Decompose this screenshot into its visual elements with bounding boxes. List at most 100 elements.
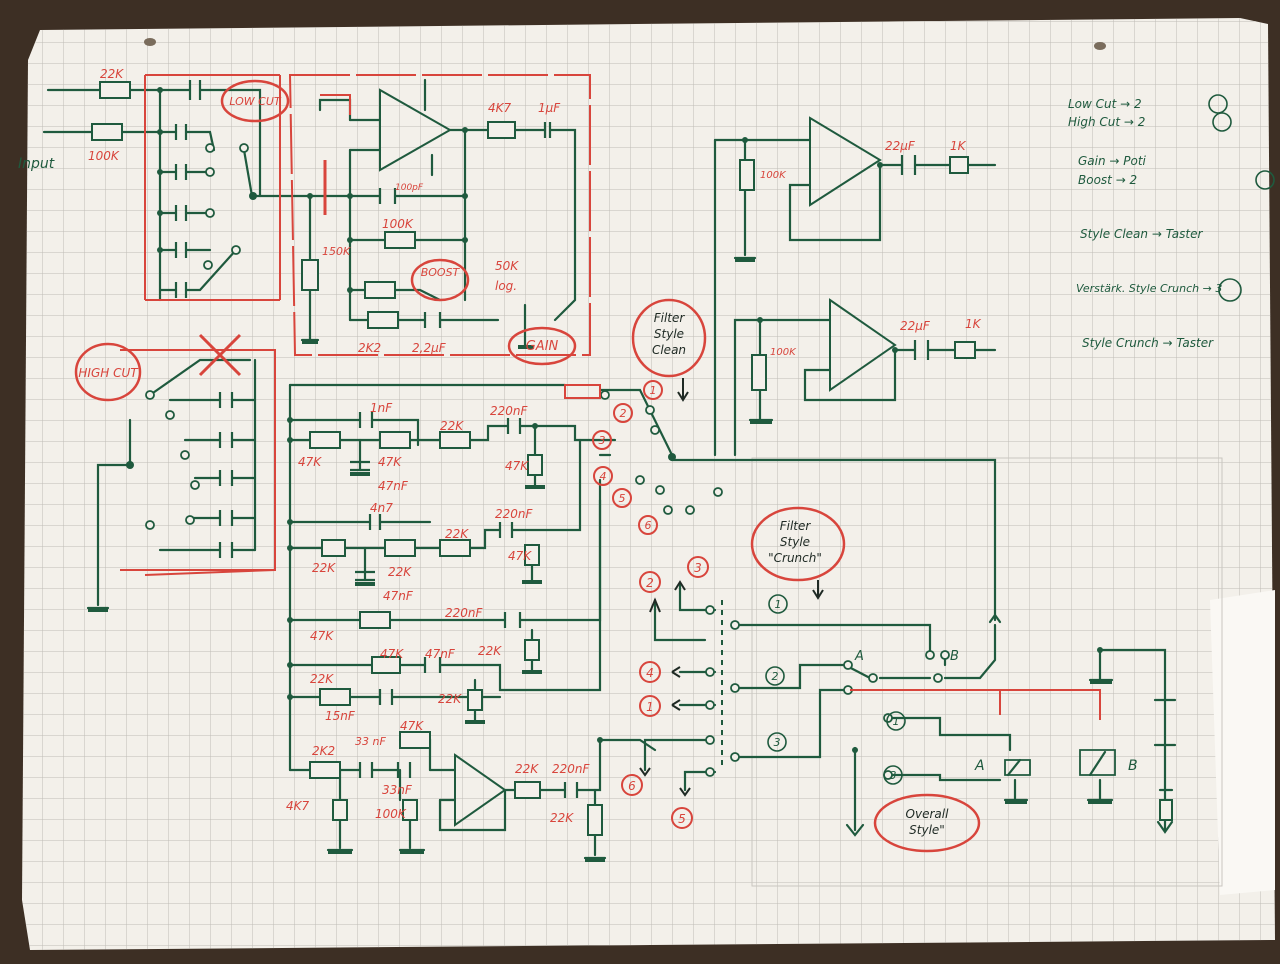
- svg-text:47K: 47K: [380, 647, 404, 661]
- boost-label: BOOST: [421, 266, 461, 279]
- svg-text:A: A: [854, 649, 864, 664]
- svg-text:A: A: [974, 758, 985, 774]
- svg-text:22K: 22K: [445, 527, 469, 541]
- svg-text:33nF: 33nF: [382, 783, 413, 797]
- svg-text:22K: 22K: [100, 67, 124, 81]
- svg-text:3: 3: [599, 434, 606, 447]
- svg-text:1: 1: [893, 715, 900, 728]
- red-markings: [120, 74, 1101, 720]
- svg-text:100pF: 100pF: [395, 183, 424, 193]
- svg-text:22K: 22K: [310, 672, 334, 686]
- svg-text:2: 2: [646, 576, 654, 590]
- svg-text:6: 6: [645, 519, 652, 532]
- junction-dots: [126, 87, 1103, 753]
- gain-circle: [507, 326, 577, 366]
- svg-text:47nF: 47nF: [378, 479, 409, 493]
- svg-text:50K: 50K: [495, 259, 519, 273]
- svg-text:47K: 47K: [298, 455, 322, 469]
- overall-style-circle: [873, 793, 981, 853]
- section-titles: LOW CUT HIGH CUT BOOST GAIN: [78, 95, 558, 380]
- switch-position-number-text: 1 2 3 1 3: [772, 598, 900, 782]
- svg-text:log.: log.: [495, 279, 517, 293]
- svg-text:47K: 47K: [505, 459, 529, 473]
- svg-text:220nF: 220nF: [495, 507, 534, 521]
- green-text-labels: Input A B A B: [18, 156, 1138, 774]
- input-label: Input: [18, 156, 55, 172]
- svg-text:33 nF: 33 nF: [355, 735, 386, 748]
- svg-text:5: 5: [619, 492, 626, 505]
- svg-text:2K2: 2K2: [358, 341, 381, 355]
- circled-labels: [74, 79, 981, 853]
- binder-holes: [144, 38, 1106, 50]
- low-cut-circle: [220, 79, 290, 123]
- svg-text:15nF: 15nF: [325, 709, 356, 723]
- flow-arrows: [639, 378, 824, 797]
- svg-text:2: 2: [772, 670, 779, 683]
- legend: Low Cut → 2 High Cut → 2 Gain → Poti Boo…: [1068, 97, 1222, 350]
- high-cut-label: HIGH CUT: [78, 366, 139, 380]
- svg-text:4: 4: [646, 666, 654, 680]
- filter-clean-line1: Filter: [654, 311, 686, 325]
- svg-text:4K7: 4K7: [286, 799, 310, 813]
- svg-text:100K: 100K: [375, 807, 407, 821]
- filter-titles: Filter Style Clean Filter Style "Crunch"…: [652, 311, 949, 837]
- svg-text:100K: 100K: [760, 170, 787, 181]
- switch-contacts: [145, 143, 950, 780]
- filter-crunch-line1: Filter: [780, 519, 812, 533]
- ground-symbols: [88, 258, 1112, 862]
- boost-circle: [410, 258, 470, 302]
- svg-text:150K: 150K: [322, 245, 351, 258]
- legend-line-5: Style Clean → Taster: [1080, 227, 1203, 241]
- svg-text:6: 6: [628, 779, 636, 793]
- svg-text:100K: 100K: [770, 347, 797, 358]
- svg-text:1nF: 1nF: [370, 401, 393, 415]
- capacitor-plates: [174, 80, 930, 798]
- filter-clean-line3: Clean: [652, 343, 686, 357]
- svg-text:22K: 22K: [438, 692, 462, 706]
- svg-text:1K: 1K: [965, 317, 982, 331]
- svg-text:47K: 47K: [310, 629, 334, 643]
- svg-text:3: 3: [694, 561, 702, 575]
- svg-text:2: 2: [620, 407, 627, 420]
- filter-crunch-line2: Style: [780, 535, 810, 549]
- legend-line-4: Boost → 2: [1078, 173, 1137, 187]
- switch-position-numbers: [765, 94, 1275, 785]
- svg-text:22K: 22K: [550, 811, 574, 825]
- svg-text:22K: 22K: [312, 561, 336, 575]
- svg-text:22K: 22K: [388, 565, 412, 579]
- svg-text:2,2µF: 2,2µF: [412, 341, 447, 355]
- legend-line-1: Low Cut → 2: [1068, 97, 1142, 111]
- legend-line-7: Style Crunch → Taster: [1082, 336, 1214, 350]
- svg-text:47K: 47K: [400, 719, 424, 733]
- gain-label: GAIN: [526, 339, 559, 354]
- svg-text:B: B: [1128, 758, 1138, 774]
- filter-clean-circle: [631, 298, 707, 378]
- filter-crunch-circle: [750, 506, 846, 582]
- red-text-labels: 22K 100K 4K7 1µF 100K 100pF 150K 50K log…: [88, 67, 982, 825]
- svg-text:220nF: 220nF: [445, 606, 484, 620]
- svg-text:4K7: 4K7: [488, 101, 512, 115]
- svg-text:1: 1: [775, 598, 782, 611]
- high-cut-circle: [74, 342, 142, 402]
- svg-text:B: B: [950, 649, 959, 664]
- svg-text:220nF: 220nF: [552, 762, 591, 776]
- legend-line-3: Gain → Poti: [1078, 154, 1147, 168]
- svg-text:1µF: 1µF: [538, 101, 561, 115]
- svg-text:22µF: 22µF: [900, 319, 931, 333]
- legend-line-6: Verstärk. Style Crunch → 3: [1076, 282, 1222, 295]
- svg-text:47K: 47K: [508, 549, 532, 563]
- svg-text:100K: 100K: [88, 149, 120, 163]
- overall-style-line1: Overall: [906, 807, 950, 821]
- svg-text:4n7: 4n7: [370, 501, 393, 515]
- rotary-position-numbers: 1 2 3 4 5 6 2 3 4 1 6 5: [599, 384, 702, 826]
- svg-text:3: 3: [774, 736, 781, 749]
- svg-text:47nF: 47nF: [383, 589, 414, 603]
- filter-crunch-line3: "Crunch": [768, 551, 822, 565]
- svg-text:47nF: 47nF: [425, 647, 456, 661]
- svg-text:47K: 47K: [378, 455, 402, 469]
- paper-sheet: [22, 18, 1275, 950]
- components-green: [91, 81, 1173, 836]
- svg-text:100K: 100K: [382, 217, 414, 231]
- svg-text:1K: 1K: [950, 139, 967, 153]
